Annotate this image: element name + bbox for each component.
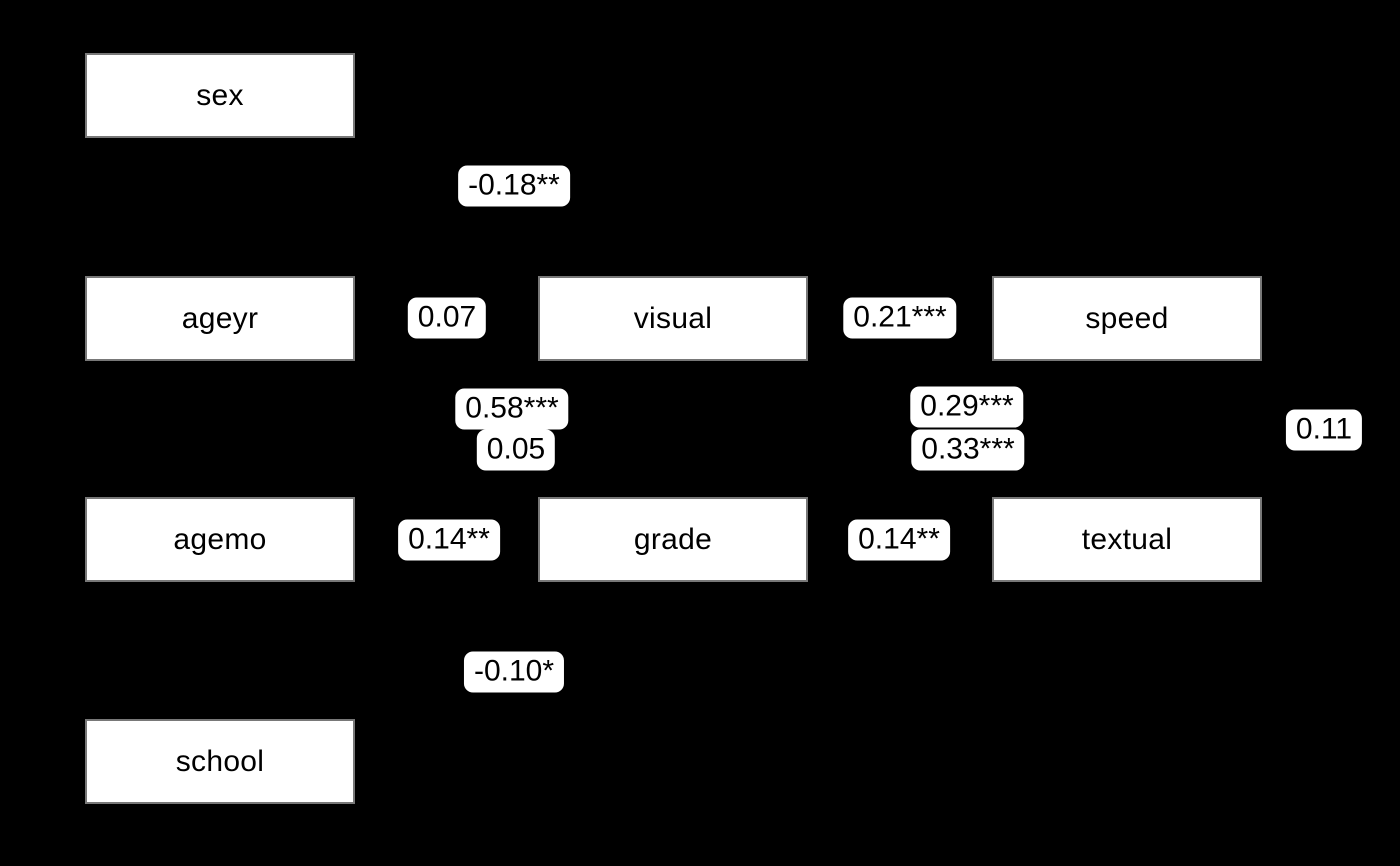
edge-coefficient-label: -0.10* — [463, 651, 565, 693]
edge-coefficient-label: 0.14** — [848, 519, 950, 561]
node-visual: visual — [538, 276, 808, 361]
edge-coefficient-label: 0.07 — [407, 297, 487, 339]
edge-coefficient-label: 0.14** — [398, 519, 500, 561]
node-sex: sex — [85, 53, 355, 138]
node-sex-label: sex — [196, 78, 244, 112]
node-agemo-label: agemo — [173, 522, 267, 556]
node-grade-label: grade — [633, 522, 713, 556]
edge-coefficient-label: 0.29*** — [910, 386, 1024, 428]
node-speed: speed — [992, 276, 1262, 361]
node-speed-label: speed — [1085, 301, 1169, 335]
node-textual: textual — [992, 497, 1262, 582]
edge-coefficient-label: 0.05 — [476, 429, 556, 471]
node-visual-label: visual — [633, 301, 713, 335]
node-ageyr: ageyr — [85, 276, 355, 361]
node-textual-label: textual — [1081, 522, 1173, 556]
edge-coefficient-label: 0.58*** — [455, 388, 569, 430]
node-agemo: agemo — [85, 497, 355, 582]
node-grade: grade — [538, 497, 808, 582]
node-ageyr-label: ageyr — [181, 301, 259, 335]
node-school-label: school — [175, 744, 265, 778]
edge-coefficient-label: 0.33*** — [911, 429, 1025, 471]
edge-coefficient-label: 0.11 — [1285, 409, 1363, 451]
node-school: school — [85, 719, 355, 804]
edge-coefficient-label: 0.21*** — [843, 297, 957, 339]
edge-coefficient-label: -0.18** — [458, 165, 570, 207]
